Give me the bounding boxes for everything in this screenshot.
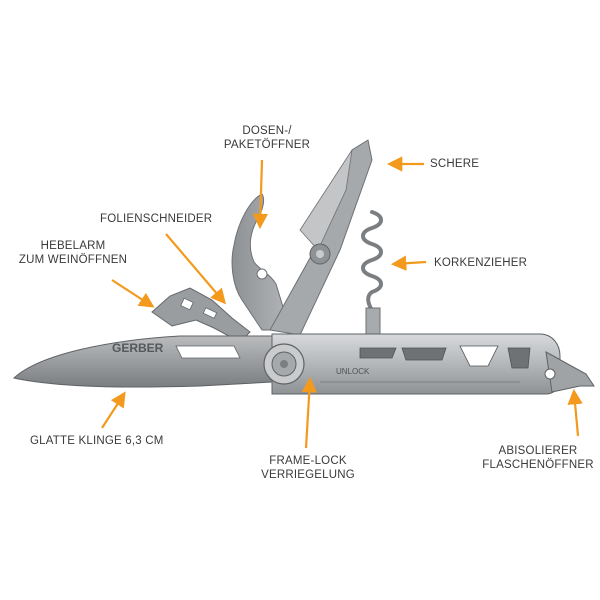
arrow-foil-cutter: [165, 233, 226, 305]
label-frame-lock: FRAME-LOCK VERRIEGELUNG: [252, 454, 364, 482]
label-stripper: ABISOLIERER FLASCHENÖFFNER: [482, 444, 594, 472]
label-can-opener-line-1: DOSEN-/: [242, 125, 292, 137]
label-scissors-line-1: SCHERE: [430, 158, 480, 170]
knife-blade: GERBER: [12, 335, 273, 388]
label-foil-cutter-line-1: FOLIENSCHNEIDER: [100, 213, 213, 225]
label-corkscrew-line-1: KORKENZIEHER: [434, 257, 528, 269]
label-blade-line-1: GLATTE KLINGE 6,3 CM: [30, 435, 164, 447]
can-opener-tool: [231, 193, 291, 331]
pivot-screw: [263, 343, 305, 385]
corkscrew-tool: [361, 210, 383, 335]
scissors-tool: [269, 139, 373, 336]
label-can-opener: DOSEN-/ PAKETÖFFNER: [217, 124, 317, 152]
callout-arrows: [101, 156, 583, 449]
tool-handle: UNLOCK: [271, 333, 561, 395]
label-lever: HEBELARM ZUM WEINÖFFNEN: [18, 239, 128, 267]
brand-engraving: GERBER: [112, 341, 164, 355]
label-scissors: SCHERE: [430, 157, 479, 171]
unlock-engraving: UNLOCK: [336, 367, 370, 376]
label-blade: GLATTE KLINGE 6,3 CM: [30, 434, 164, 448]
foil-cutter-lever-tool: [151, 287, 251, 343]
arrow-frame-lock: [301, 376, 317, 449]
arrow-corkscrew: [390, 255, 427, 271]
label-frame-lock-line-2: VERRIEGELUNG: [261, 469, 355, 481]
arrow-lever: [111, 279, 155, 308]
bottle-opener-tool: [544, 351, 595, 393]
label-stripper-line-1: ABISOLIERER: [498, 445, 578, 457]
label-frame-lock-line-1: FRAME-LOCK: [269, 455, 347, 467]
label-lever-line-2: ZUM WEINÖFFNEN: [18, 254, 128, 266]
arrow-stripper: [567, 388, 583, 437]
arrow-can-opener: [252, 159, 269, 230]
label-lever-line-1: HEBELARM: [40, 240, 106, 252]
arrow-blade: [101, 391, 126, 429]
label-foil-cutter: FOLIENSCHNEIDER: [100, 212, 212, 226]
label-stripper-line-2: FLASCHENÖFFNER: [482, 459, 594, 471]
label-corkscrew: KORKENZIEHER: [434, 256, 527, 270]
label-can-opener-line-2: PAKETÖFFNER: [223, 139, 311, 151]
